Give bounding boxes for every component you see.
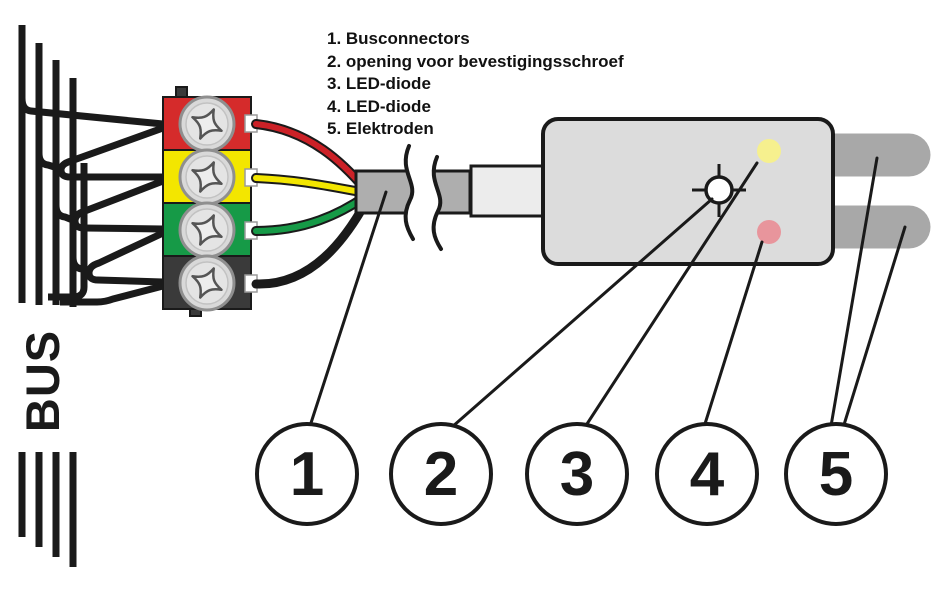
- bus-jog-3: [52, 204, 77, 225]
- leader-line-5a: [829, 156, 879, 428]
- leader-line-5b: [841, 225, 907, 430]
- bus-bottom-lines: [18, 452, 77, 567]
- bus-label: BUS: [16, 329, 69, 433]
- callout-number-2: 2: [423, 439, 459, 509]
- callout-circle-4: [655, 422, 759, 526]
- legend: 1. Busconnectors 2. opening voor bevesti…: [327, 28, 624, 141]
- legend-item-1: 1. Busconnectors: [327, 29, 470, 48]
- bus-return-green-tap-black: [85, 229, 165, 286]
- bus-lines: [18, 25, 165, 307]
- legend-item-4: 4. LED-diode: [327, 96, 431, 116]
- electrodes: [808, 133, 931, 249]
- screw-icon: [178, 148, 236, 206]
- callout-number-3: 3: [559, 439, 595, 509]
- mounting-hole-icon: [692, 164, 746, 217]
- callout-circle-2: [389, 422, 493, 526]
- bus-return-yellow-tap-green: [71, 177, 165, 233]
- wires: [251, 119, 371, 289]
- sensor-body: [541, 117, 835, 266]
- callout-number-1: 1: [289, 439, 325, 509]
- callout-number-4: 4: [689, 439, 725, 509]
- yellow-led: [757, 139, 781, 163]
- leader-line-2: [450, 197, 714, 429]
- screw-icon: [178, 201, 236, 259]
- wire-black: [251, 197, 371, 289]
- callout-number-5: 5: [818, 439, 854, 509]
- leader-line-3: [583, 161, 759, 429]
- bus-return-red-tap-yellow: [57, 124, 165, 181]
- screw-icon: [178, 95, 236, 153]
- cable-ferrule: [469, 164, 547, 218]
- leader-lines: [308, 156, 907, 430]
- legend-item-2: 2. opening voor bevestigingsschroef: [327, 51, 624, 71]
- leader-line-4: [702, 240, 764, 429]
- callout-circle-1: [255, 422, 359, 526]
- red-led: [757, 220, 781, 244]
- legend-item-3: 3. LED-diode: [327, 74, 431, 93]
- bus-jog-2: [35, 152, 63, 173]
- screw-icon: [178, 254, 236, 312]
- callout-circle-3: [525, 422, 629, 526]
- callout-circle-5: [784, 422, 888, 526]
- bus-tap-red: [18, 97, 164, 128]
- callout-circles: [255, 422, 888, 526]
- legend-item-5: 5. Elektroden: [327, 119, 434, 138]
- cable-break-icon: [403, 144, 443, 251]
- leader-line-1: [308, 190, 388, 428]
- bus-mid-line: [48, 163, 88, 301]
- bus-return-black: [60, 282, 164, 306]
